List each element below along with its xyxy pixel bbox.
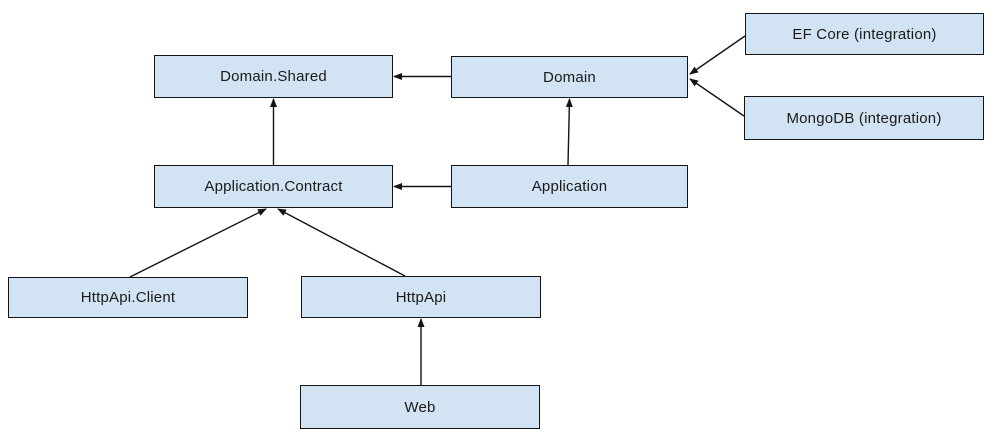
node-label-domain-shared: Domain.Shared [220, 68, 327, 85]
node-domain-shared: Domain.Shared [154, 55, 393, 98]
node-httpapi-client: HttpApi.Client [8, 277, 248, 318]
edge-ef-core-to-domain [689, 35, 746, 75]
node-label-httpapi-client: HttpApi.Client [80, 289, 176, 306]
node-label-httpapi: HttpApi [395, 288, 447, 306]
node-httpapi: HttpApi [301, 276, 541, 318]
edge-httpapi-client-to-application-contract [129, 208, 267, 278]
edge-application-to-domain [565, 98, 573, 166]
node-ef-core: EF Core (integration) [745, 13, 984, 55]
edge-mongodb-to-domain [689, 78, 745, 117]
node-label-mongodb: MongoDB (integration) [786, 109, 942, 127]
node-label-application: Application [531, 178, 608, 195]
node-web: Web [300, 385, 540, 429]
node-application-contract: Application.Contract [154, 165, 393, 208]
node-domain: Domain [451, 56, 688, 98]
node-label-ef-core: EF Core (integration) [792, 25, 937, 43]
node-application: Application [451, 165, 688, 208]
node-label-domain: Domain [543, 68, 596, 86]
node-mongodb: MongoDB (integration) [744, 96, 984, 140]
edge-httpapi-to-application-contract [277, 208, 406, 277]
node-label-web: Web [404, 398, 436, 416]
node-label-application-contract: Application.Contract [204, 178, 343, 195]
